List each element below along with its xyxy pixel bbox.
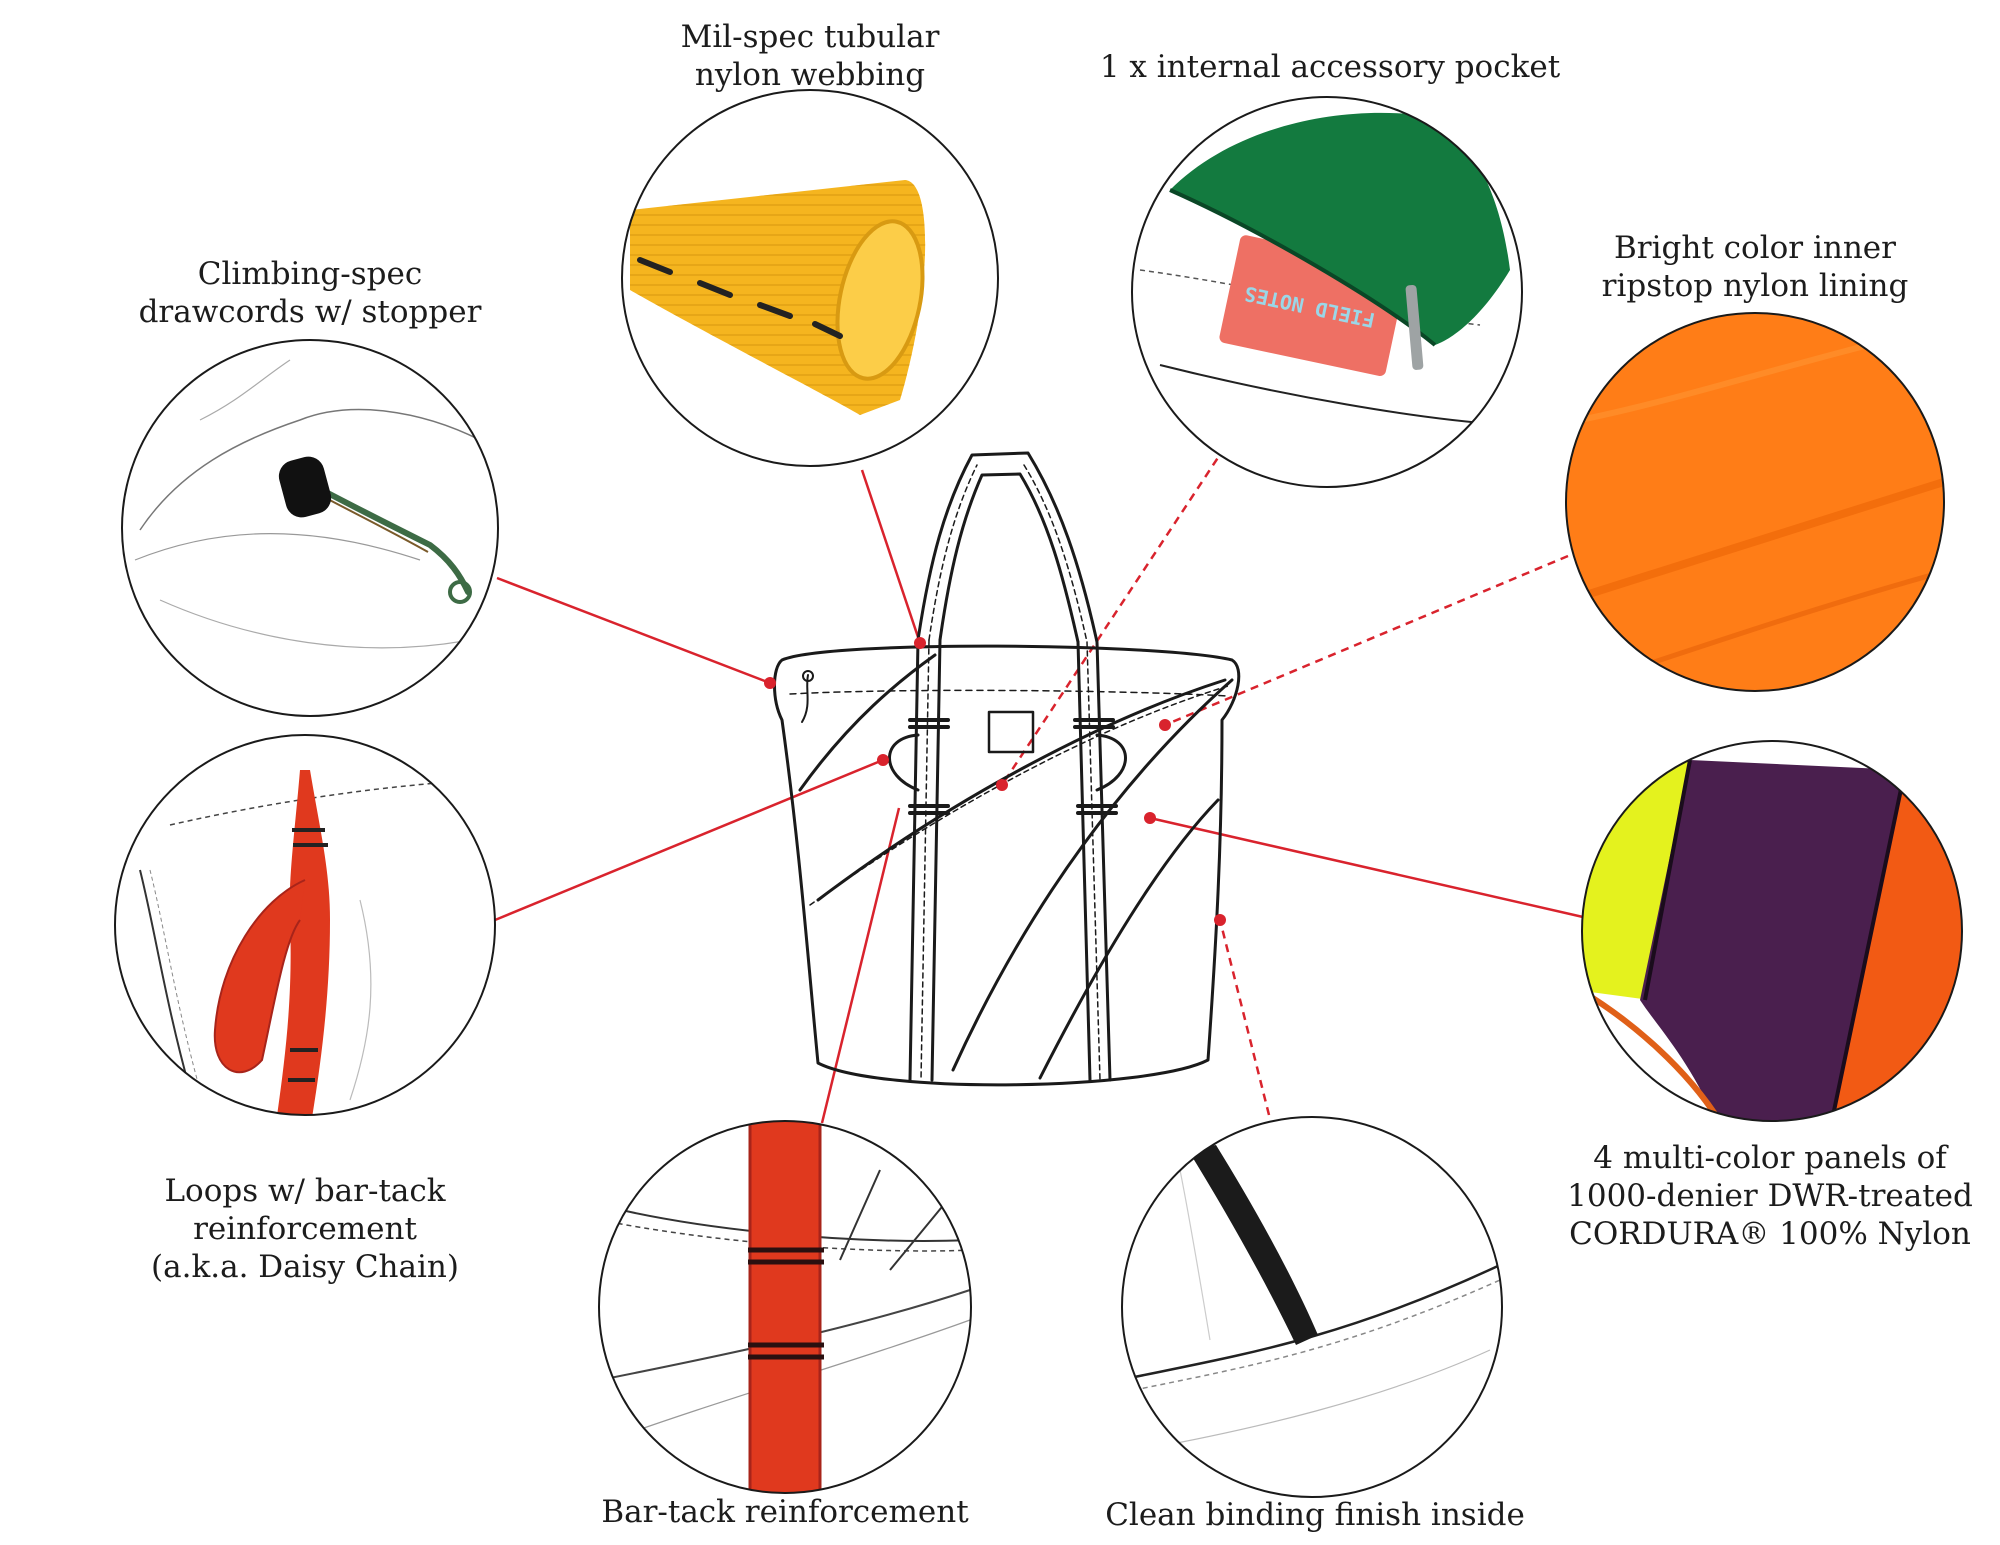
leader-lining xyxy=(1164,554,1569,727)
panel-purple xyxy=(1640,760,1905,1121)
binding-label-line-1: Clean binding finish inside xyxy=(1105,1497,1525,1533)
binding-frame xyxy=(1121,1116,1503,1498)
detail-bartack xyxy=(598,1120,972,1494)
bartack-label-line-1: Bar-tack reinforcement xyxy=(601,1494,969,1530)
tote-bag-illustration xyxy=(773,451,1241,1087)
leader-lines xyxy=(494,446,1584,1124)
tote-front-strap-left xyxy=(908,638,942,1082)
tote-handle-inner xyxy=(938,472,1080,644)
callout-label-binding: Clean binding finish inside xyxy=(1100,1496,1530,1534)
pocket-frame xyxy=(1131,96,1523,488)
drawcords-label-line-2: drawcords w/ stopper xyxy=(138,294,482,330)
loops-label-line-1: Loops w/ bar-tack xyxy=(164,1173,446,1209)
detail-panels xyxy=(1581,740,1963,1122)
bartack-strap xyxy=(750,1121,820,1493)
panels-label-line-3: CORDURA® 100% Nylon xyxy=(1569,1216,1971,1252)
detail-pocket: FIELD NOTES xyxy=(1131,96,1523,488)
panels-label-line-1: 4 multi-color panels of xyxy=(1593,1140,1947,1176)
detail-webbing xyxy=(621,89,999,467)
callout-label-webbing: Mil-spec tubular nylon webbing xyxy=(620,18,1000,94)
leader-drawcord xyxy=(496,576,771,685)
pocket-label-line-1: 1 x internal accessory pocket xyxy=(1099,49,1561,85)
callout-label-bartack: Bar-tack reinforcement xyxy=(580,1493,990,1531)
lining-swatch xyxy=(1566,313,1944,691)
loops-label-line-2: reinforcement xyxy=(193,1211,417,1247)
tote-daisy-loop-right xyxy=(1095,733,1127,792)
drawcord-cord xyxy=(319,487,471,595)
callout-label-panels: 4 multi-color panels of 1000-denier DWR-… xyxy=(1560,1139,1980,1253)
bartack-frame xyxy=(598,1120,972,1494)
detail-loops xyxy=(114,734,496,1116)
callout-label-loops: Loops w/ bar-tack reinforcement (a.k.a. … xyxy=(110,1172,500,1286)
cord-stopper xyxy=(278,456,332,518)
callout-label-pocket: 1 x internal accessory pocket xyxy=(1090,48,1570,86)
lining-label-line-2: ripstop nylon lining xyxy=(1601,268,1909,304)
detail-binding xyxy=(1121,1116,1503,1498)
pocket-green-flap xyxy=(1170,112,1510,345)
leader-loops xyxy=(494,758,884,922)
pen-clip xyxy=(1405,284,1424,370)
tote-handle xyxy=(916,451,1099,644)
webbing-label-line-1: Mil-spec tubular xyxy=(680,19,940,55)
lining-frame xyxy=(1565,312,1945,692)
tote-body xyxy=(773,644,1241,1087)
daisy-chain-loop xyxy=(213,879,306,1074)
panels-frame xyxy=(1581,740,1963,1122)
tote-drawcord-stopper xyxy=(801,674,809,723)
tote-panel-seam xyxy=(798,653,937,792)
loops-label-line-3: (a.k.a. Daisy Chain) xyxy=(151,1249,459,1285)
detail-drawcords xyxy=(121,339,499,717)
webbing-frame xyxy=(621,89,999,467)
tote-front-strap-right xyxy=(1076,640,1112,1082)
loops-frame xyxy=(114,734,496,1116)
callout-label-lining: Bright color inner ripstop nylon lining xyxy=(1560,229,1950,305)
drawcords-label-line-1: Climbing-spec xyxy=(197,256,423,292)
daisy-chain-strap xyxy=(275,770,330,1115)
leader-pocket xyxy=(1000,446,1227,786)
leader-dots xyxy=(764,637,1226,926)
leader-webbing xyxy=(860,469,922,644)
callout-label-drawcords: Climbing-spec drawcords w/ stopper xyxy=(120,255,500,331)
binding-tape xyxy=(1188,1145,1318,1345)
drawcord-frame xyxy=(121,339,499,717)
tote-label-patch xyxy=(987,710,1035,754)
detail-lining xyxy=(1565,312,1945,692)
webbing-label-line-2: nylon webbing xyxy=(694,57,926,93)
lining-label-line-1: Bright color inner xyxy=(1614,230,1896,266)
panels-label-line-2: 1000-denier DWR-treated xyxy=(1567,1178,1973,1214)
tote-daisy-loop-left xyxy=(888,733,920,792)
leader-panels xyxy=(1149,816,1584,919)
leader-binding xyxy=(1218,919,1271,1116)
